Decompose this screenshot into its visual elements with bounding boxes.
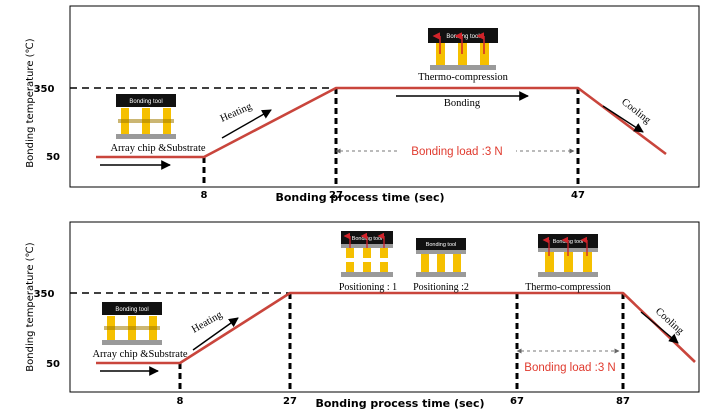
bottom-positioning-2-label: Positioning :2 [413, 282, 469, 293]
top-thermo-stack-illustration: Bonding tool [428, 28, 498, 70]
top-array-chip-label: Array chip &Substrate [110, 143, 205, 154]
top-diagram: Bonding temperature (℃) 350 50 8 27 47 B… [25, 5, 700, 204]
bottom-arrow-heating [192, 317, 239, 351]
top-heating-label: Heating [219, 101, 255, 125]
top-array-stack-illustration: Bonding tool [116, 94, 176, 139]
bottom-positioning-1-illustration: Bonding tool [341, 231, 393, 277]
top-plot-frame [69, 5, 700, 188]
bottom-load-label: Bonding load :3 N [524, 362, 615, 374]
top-x-tick-47: 47 [571, 190, 585, 201]
top-x-axis-label: Bonding process time (sec) [275, 191, 444, 204]
bottom-temperature-profile [96, 291, 696, 365]
bottom-bonding-tool-block [102, 302, 162, 315]
top-x-tick-27: 27 [329, 190, 343, 201]
bottom-plot-frame [69, 221, 700, 393]
bottom-arrow-cooling [640, 311, 679, 344]
top-bonding-tool-label-right: Bonding tool [446, 34, 479, 40]
bottom-pos2-tool-label: Bonding tool [426, 242, 457, 248]
top-arrow-cooling [602, 105, 644, 133]
top-bonding-tool-label: Bonding tool [129, 99, 162, 105]
top-y-tick-50: 50 [46, 152, 60, 163]
bottom-x-tick-27: 27 [283, 396, 297, 407]
top-thermo-label: Thermo-compression [418, 72, 509, 83]
bottom-x-tick-87: 87 [616, 396, 630, 407]
bottom-y-tick-50: 50 [46, 359, 60, 370]
top-bonding-tool-block [116, 94, 176, 107]
top-load-label: Bonding load :3 N [411, 146, 502, 158]
top-y-tick-350: 350 [34, 84, 55, 95]
bottom-positioning-1-label: Positioning : 1 [339, 282, 397, 293]
bottom-array-stack-illustration: Bonding tool [102, 302, 162, 345]
bottom-thermo-label: Thermo-compression [525, 282, 611, 293]
bottom-thermo-stack-illustration: Bonding tool [538, 234, 598, 277]
top-arrow-heating [221, 109, 272, 139]
bottom-positioning-2-illustration: Bonding tool [416, 238, 466, 277]
bottom-x-tick-67: 67 [510, 396, 524, 407]
bottom-bonding-tool-label: Bonding tool [115, 307, 148, 313]
bottom-y-tick-350: 350 [34, 289, 55, 300]
top-x-tick-8: 8 [201, 190, 208, 201]
top-temperature-profile [96, 86, 667, 159]
bottom-array-chip-label: Array chip &Substrate [92, 349, 187, 360]
bottom-y-axis-label: Bonding temperature (℃) [25, 242, 36, 371]
bottom-x-axis-label: Bonding process time (sec) [315, 397, 484, 410]
top-y-axis-label: Bonding temperature (℃) [25, 38, 36, 167]
bottom-x-tick-8: 8 [177, 396, 184, 407]
bottom-cooling-label: Cooling [653, 306, 686, 337]
top-bonding-label: Bonding [444, 98, 481, 109]
bottom-diagram: Bonding temperature (℃) 350 50 8 27 67 8… [25, 221, 700, 410]
